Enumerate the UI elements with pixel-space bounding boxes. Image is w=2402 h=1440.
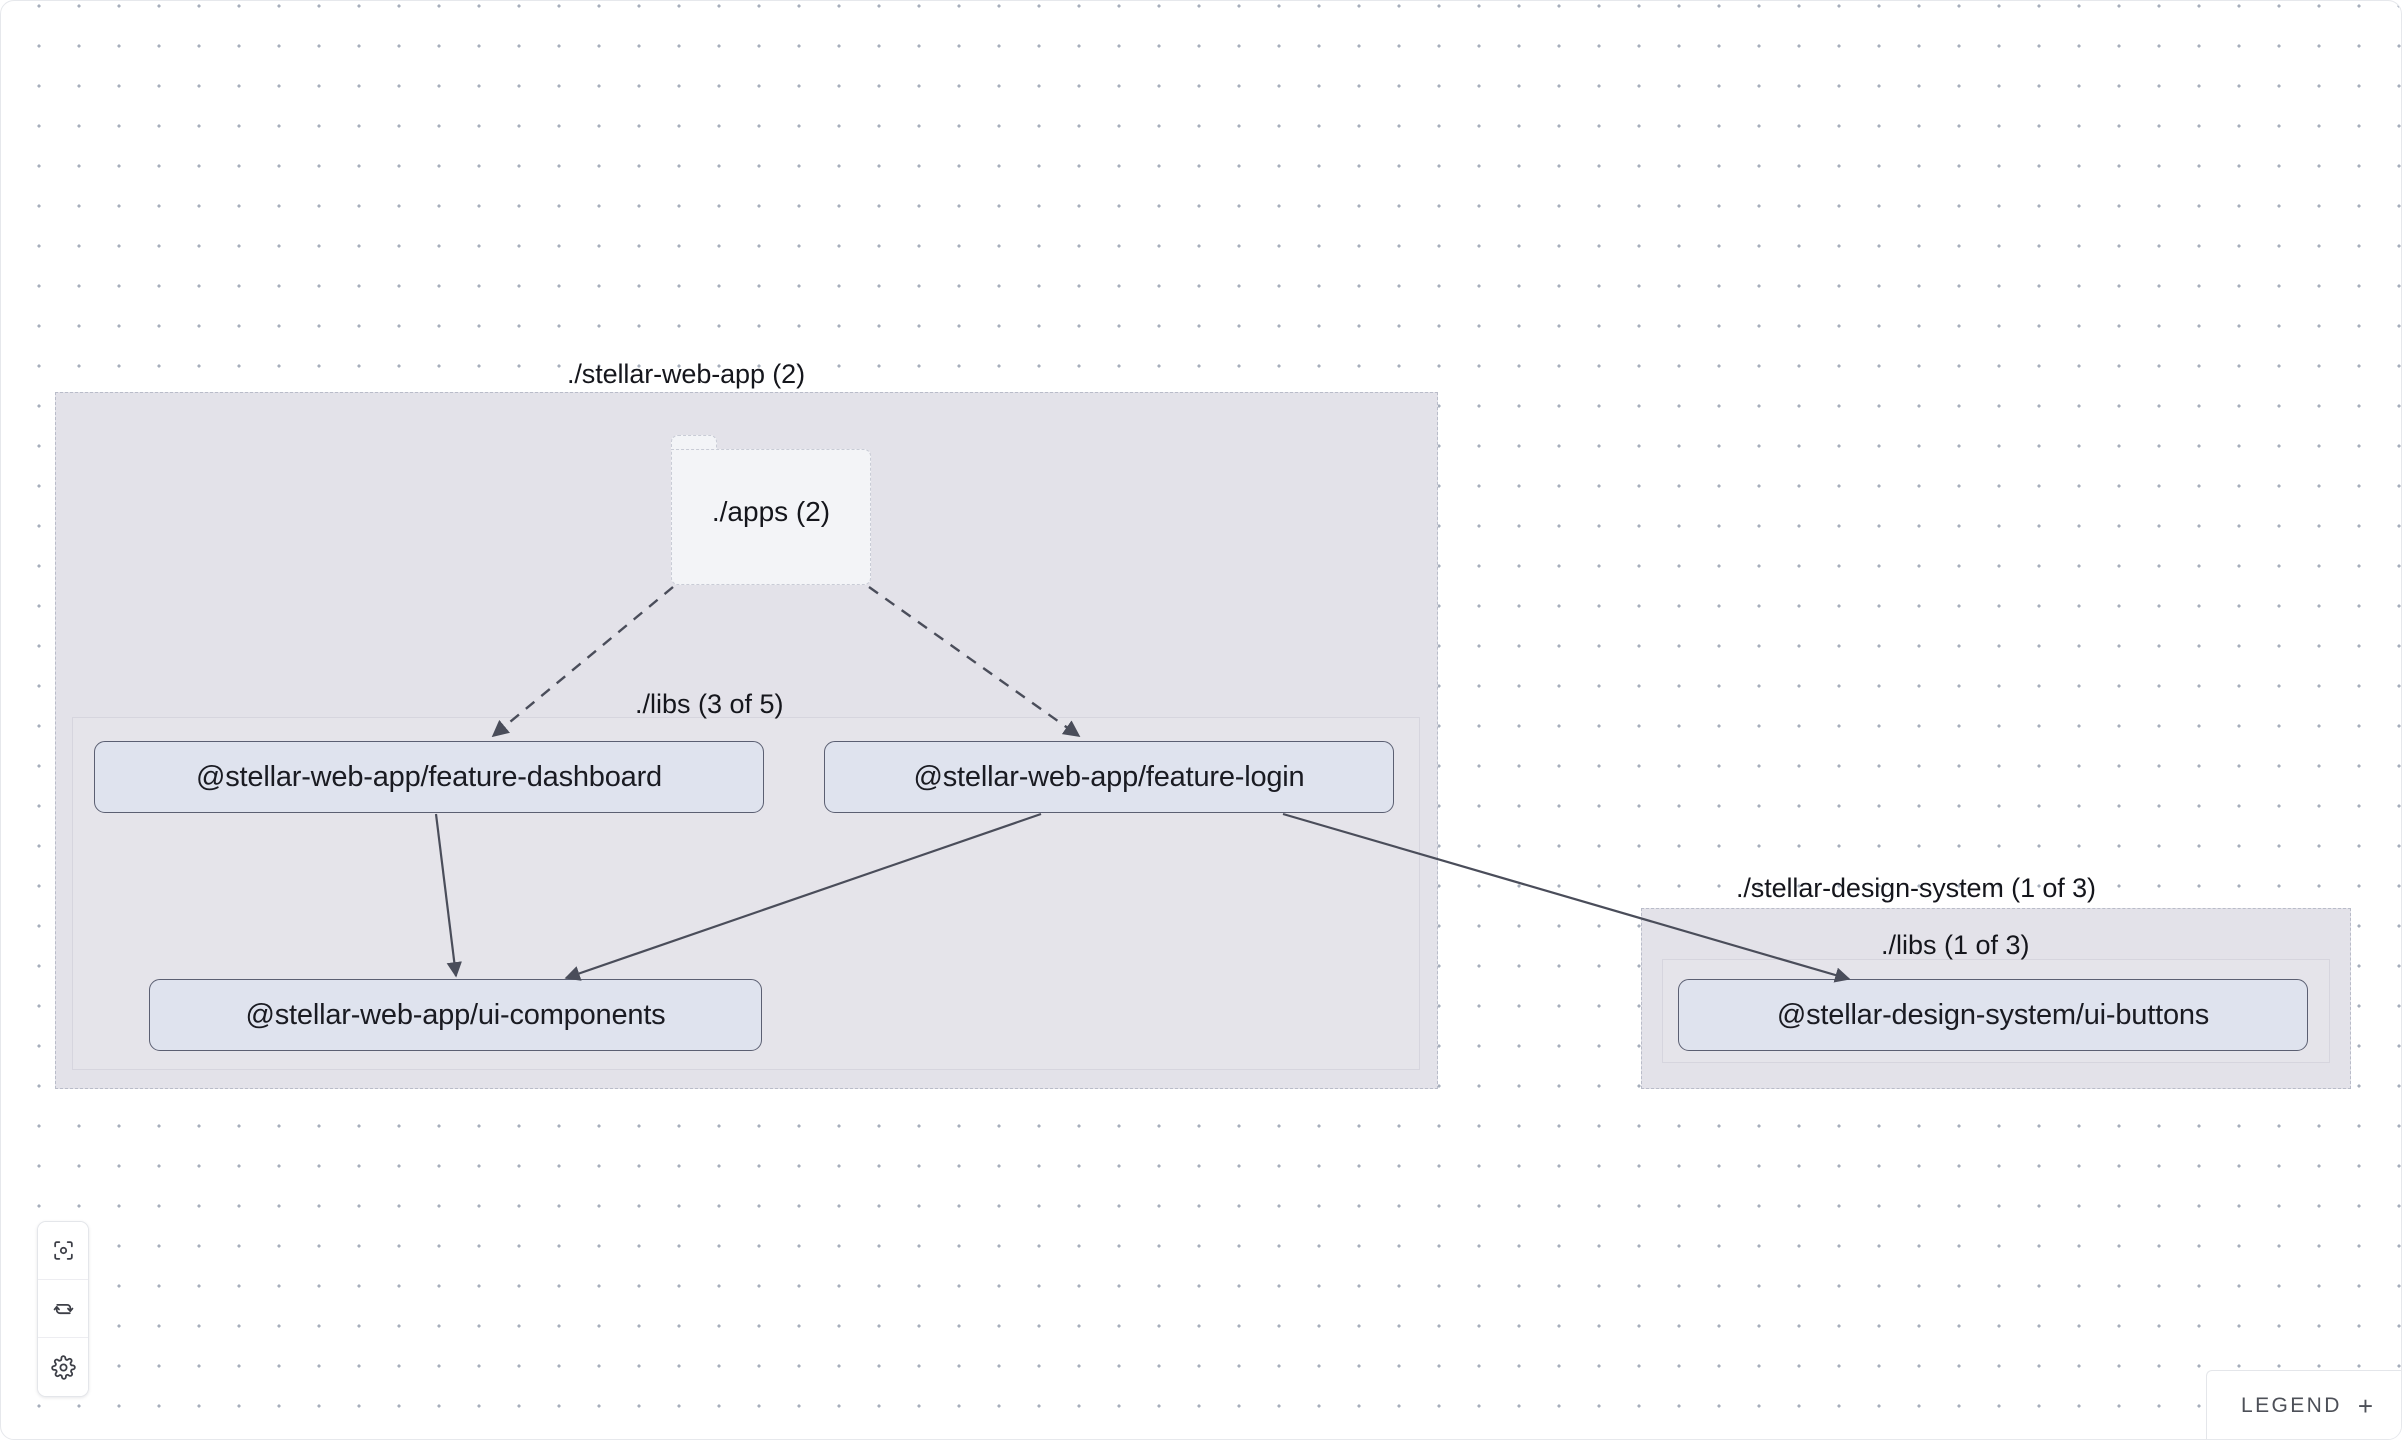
- group-title-stellar-web-app: ./stellar-web-app (2): [567, 359, 805, 389]
- node-label: @stellar-web-app/ui-components: [245, 998, 666, 1031]
- legend-panel[interactable]: LEGEND +: [2206, 1370, 2401, 1439]
- folder-body: ./apps (2): [671, 449, 871, 585]
- legend-expand-icon[interactable]: +: [2357, 1391, 2373, 1421]
- node-label: @stellar-web-app/feature-login: [913, 760, 1305, 793]
- node-label: @stellar-web-app/feature-dashboard: [196, 760, 662, 793]
- node-feature-login[interactable]: @stellar-web-app/feature-login: [824, 741, 1394, 813]
- gear-icon: [50, 1354, 76, 1380]
- refresh-icon: [51, 1296, 76, 1321]
- subgroup-title-web-app-libs: ./libs (3 of 5): [635, 689, 784, 719]
- folder-apps[interactable]: ./apps (2): [671, 435, 871, 585]
- node-label: @stellar-design-system/ui-buttons: [1776, 998, 2210, 1031]
- graph-toolbar[interactable]: [37, 1221, 89, 1397]
- focus-graph-button[interactable]: [38, 1222, 88, 1280]
- node-ui-buttons[interactable]: @stellar-design-system/ui-buttons: [1678, 979, 2308, 1051]
- legend-label: LEGEND: [2241, 1394, 2342, 1417]
- subgroup-title-design-system-libs: ./libs (1 of 3): [1881, 930, 2030, 960]
- group-title-stellar-design-system: ./stellar-design-system (1 of 3): [1736, 873, 2096, 903]
- node-ui-components[interactable]: @stellar-web-app/ui-components: [149, 979, 762, 1051]
- graph-settings-button[interactable]: [38, 1338, 88, 1396]
- refresh-graph-button[interactable]: [38, 1280, 88, 1338]
- node-feature-dashboard[interactable]: @stellar-web-app/feature-dashboard: [94, 741, 764, 813]
- focus-target-icon: [51, 1238, 76, 1263]
- folder-apps-label: ./apps (2): [711, 496, 831, 527]
- folder-tab: [671, 435, 717, 453]
